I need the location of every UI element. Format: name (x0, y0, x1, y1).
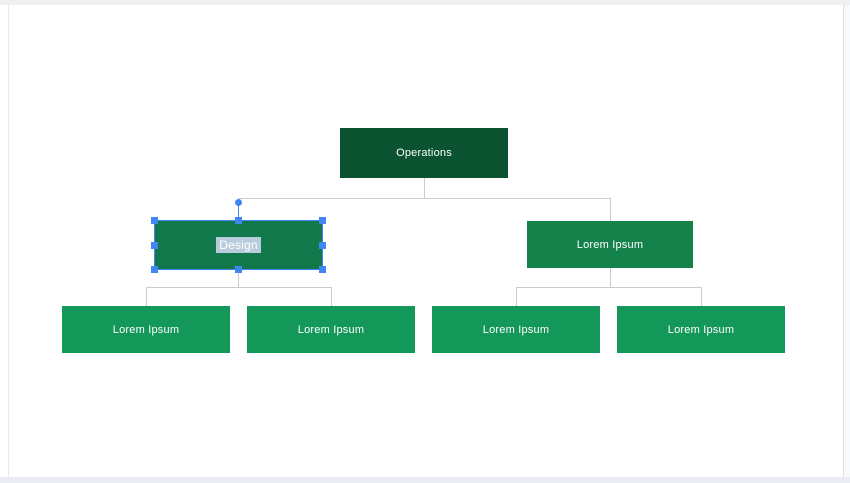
org-node-label: Lorem Ipsum (482, 323, 550, 336)
canvas-right-margin (844, 5, 850, 477)
org-node-label: Lorem Ipsum (297, 323, 365, 336)
selection-handle-middle-left[interactable] (150, 241, 158, 249)
selection-handle-top-right[interactable] (318, 216, 326, 224)
connector-line (516, 287, 702, 288)
selection-handle-top-center[interactable] (235, 216, 242, 224)
selection-handle-bottom-left[interactable] (150, 265, 158, 273)
org-node-lorem-ipsum-1[interactable]: Lorem Ipsum (62, 306, 230, 353)
selection-handle-top-left[interactable] (150, 216, 158, 224)
org-node-lorem-ipsum-3[interactable]: Lorem Ipsum (432, 306, 600, 353)
org-node-lorem-ipsum-right[interactable]: Lorem Ipsum (527, 221, 693, 268)
selection-handle-middle-right[interactable] (318, 241, 326, 249)
canvas-top-edge (0, 0, 850, 5)
selection-handle-bottom-right[interactable] (318, 265, 326, 273)
connector-line (331, 287, 332, 306)
connector-line (701, 287, 702, 306)
connector-line (610, 268, 611, 287)
org-node-label: Lorem Ipsum (576, 238, 644, 251)
connector-line (516, 287, 517, 306)
rotation-handle[interactable] (235, 199, 242, 206)
connector-line (146, 287, 147, 306)
org-node-lorem-ipsum-2[interactable]: Lorem Ipsum (247, 306, 415, 353)
org-node-label: Lorem Ipsum (667, 323, 735, 336)
org-node-label: Design (216, 237, 261, 253)
selection-handle-bottom-center[interactable] (235, 265, 242, 273)
org-node-label: Operations (396, 147, 452, 159)
org-node-operations[interactable]: Operations (340, 128, 508, 178)
org-node-label: Lorem Ipsum (112, 323, 180, 336)
canvas-left-edge (8, 5, 9, 477)
connector-line (146, 287, 332, 288)
connector-line (238, 198, 611, 199)
connector-line (424, 178, 425, 199)
org-node-design[interactable]: Design (150, 199, 326, 273)
connector-line (238, 269, 239, 287)
rotation-handle-stem (237, 205, 240, 218)
connector-line (610, 198, 611, 221)
canvas-bottom-edge (0, 477, 850, 483)
org-node-lorem-ipsum-4[interactable]: Lorem Ipsum (617, 306, 785, 353)
canvas-right-edge (843, 5, 844, 477)
